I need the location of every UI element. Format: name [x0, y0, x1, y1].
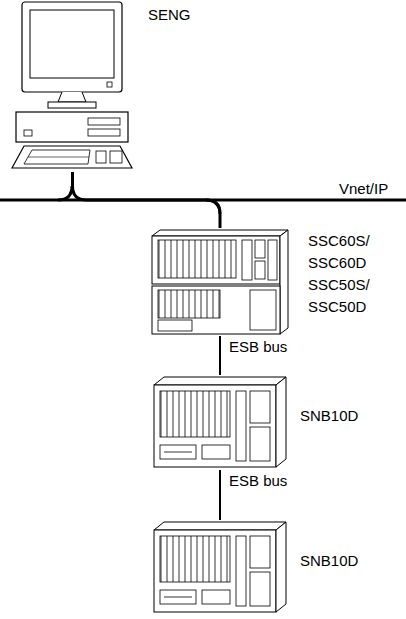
equipment-node: SSC60S/ SSC60D SSC50S/ SSC50D [150, 228, 290, 336]
equipment-label: SNB10D [300, 550, 358, 572]
rack-illustration [154, 522, 286, 612]
equipment-label: SNB10D [300, 405, 358, 427]
equipment-label: SSC60S/ SSC60D SSC50S/ SSC50D [308, 230, 388, 318]
equipment-node: SNB10D [152, 520, 288, 615]
equipment-node: SNB10D [152, 375, 288, 470]
bus-connector [219, 336, 221, 375]
rack-illustration [154, 377, 286, 467]
bus-connector [219, 470, 221, 520]
equipment-node: SENG [10, 0, 135, 172]
bus-label: ESB bus [228, 472, 288, 490]
controller-illustration [152, 230, 288, 334]
bus-connector [73, 172, 221, 228]
computer-illustration [12, 2, 132, 168]
bus-label: ESB bus [228, 338, 288, 356]
equipment-label: SENG [148, 4, 191, 26]
bus-label: Vnet/IP [338, 180, 389, 198]
